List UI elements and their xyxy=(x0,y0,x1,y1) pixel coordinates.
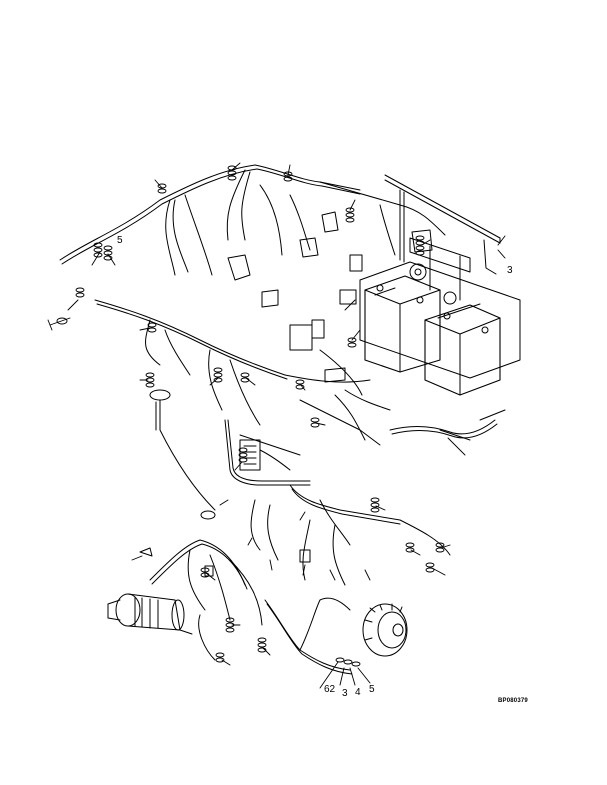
lower-harness-cables xyxy=(224,419,451,586)
starter-harness-cables xyxy=(149,539,353,675)
callout-4-bottom: 4 xyxy=(355,687,361,698)
alternator xyxy=(362,603,408,657)
callout-3-bottom: 3 xyxy=(342,688,348,699)
leader-arrows xyxy=(67,162,506,689)
battery-box-assembly xyxy=(359,174,521,396)
misc-components xyxy=(139,211,457,577)
middle-harness-cables xyxy=(94,299,506,446)
callout-62: 62 xyxy=(324,684,336,695)
callout-5-bottom: 5 xyxy=(369,684,375,695)
callout-3-right: 3 xyxy=(507,265,513,276)
callout-5-upper: 5 xyxy=(117,235,123,246)
figure-code: BP080379 xyxy=(498,698,528,704)
upper-harness-cables xyxy=(59,164,446,276)
starter-motor xyxy=(107,593,193,635)
fastener-stacks xyxy=(47,165,445,667)
